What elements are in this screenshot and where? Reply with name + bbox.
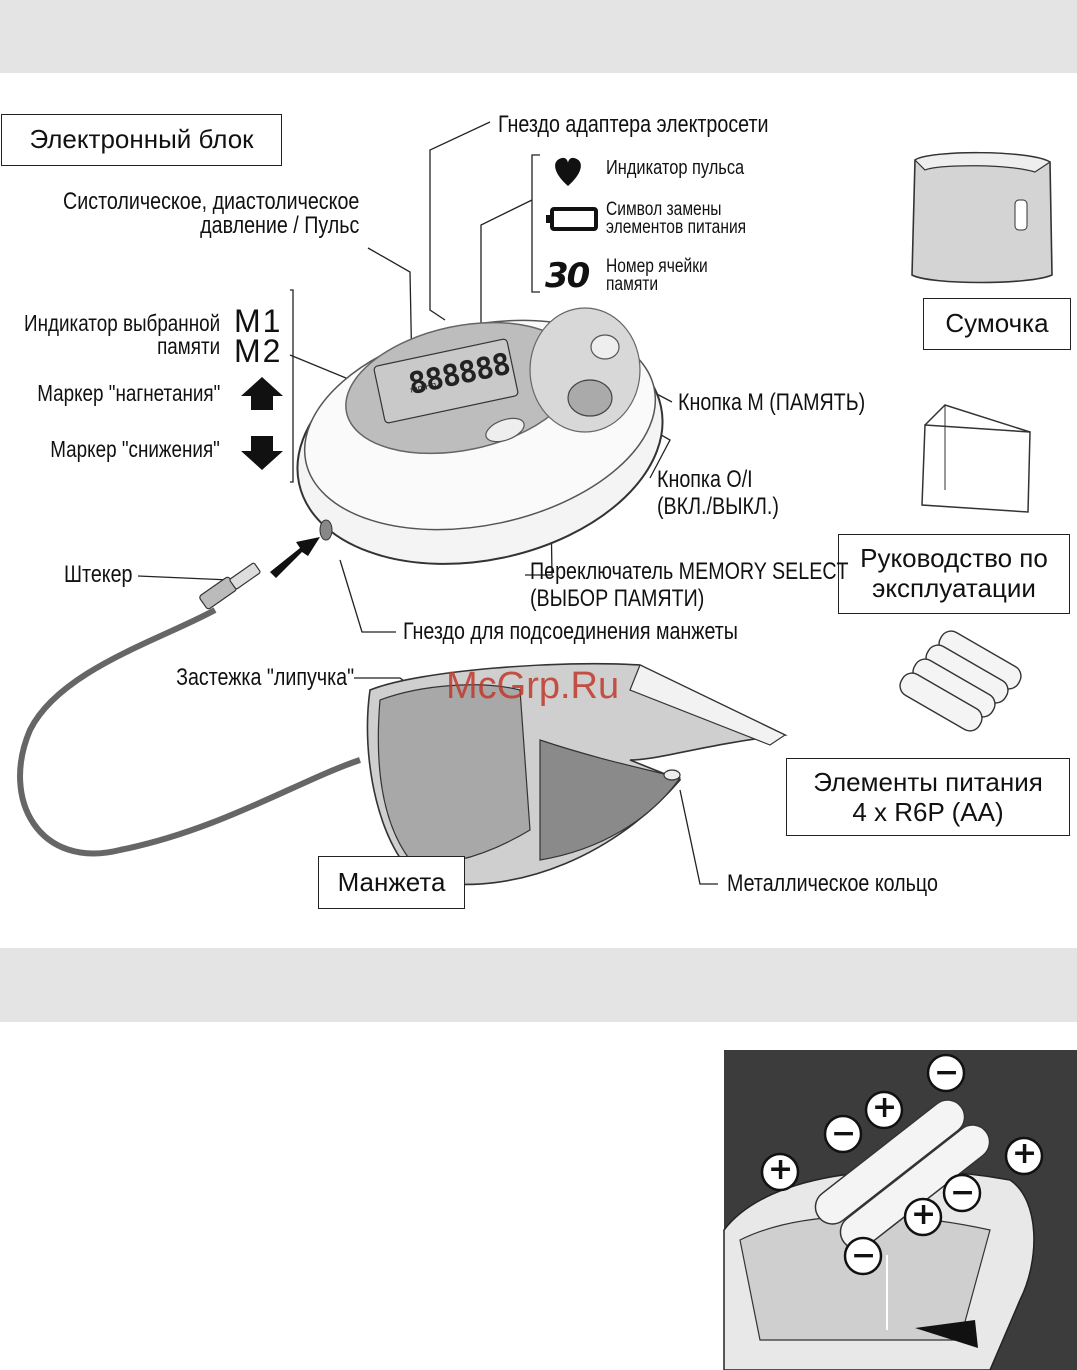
memory-indicator-label: Индикатор выбранной памяти xyxy=(24,312,220,358)
minus-sign: − xyxy=(851,1238,877,1273)
bag-drawing xyxy=(911,151,1053,284)
bag-box: Сумочка xyxy=(923,298,1071,350)
memory-select-line1: Переключатель MEMORY SELECT xyxy=(530,558,849,585)
cuff-box: Манжета xyxy=(318,856,465,909)
up-arrow-icon xyxy=(241,377,283,410)
minus-sign: − xyxy=(950,1175,976,1210)
insert-arrow xyxy=(270,537,320,578)
watermark: McGrp.Ru xyxy=(446,665,620,707)
manual-drawing xyxy=(921,404,1031,513)
heart-icon xyxy=(555,157,581,186)
minus-sign: − xyxy=(831,1116,857,1151)
plug-cable xyxy=(17,562,361,857)
cuff-socket-label: Гнездо для подсоединения манжеты xyxy=(403,618,738,645)
plug-label: Штекер xyxy=(64,561,133,588)
cuff-drawing xyxy=(366,662,788,886)
battery-symbol-label: Символ замены элементов питания xyxy=(606,199,747,238)
battery-panel xyxy=(723,1050,1077,1370)
memory-cell-label: Номер ячейки памяти xyxy=(606,256,708,295)
batteries-drawing xyxy=(899,630,1022,732)
adapter-socket-label: Гнездо адаптера электросети xyxy=(498,111,769,138)
pressure-line1: Систолическое, диастолическое xyxy=(62,188,359,215)
deflation-marker-label: Маркер "снижения" xyxy=(50,436,220,462)
manual-box: Руководство по эксплуатации xyxy=(838,534,1070,614)
pulse-indicator-label: Индикатор пульса xyxy=(606,157,745,179)
plus-sign: + xyxy=(911,1197,937,1232)
plus-sign: + xyxy=(1012,1136,1038,1171)
manual-text: Руководство по эксплуатации xyxy=(860,543,1048,603)
battery-line2: элементов питания xyxy=(606,217,747,238)
batteries-line2: 4 x R6P (AA) xyxy=(852,797,1004,827)
memory-cell-number: 30 xyxy=(545,256,590,296)
memory-indicator-line2: памяти xyxy=(156,333,220,359)
battery-symbol-icon xyxy=(546,207,598,231)
memory-select-line2: (ВЫБОР ПАМЯТИ) xyxy=(530,585,705,612)
device-body xyxy=(296,307,664,565)
m-button-label: Кнопка M (ПАМЯТЬ) xyxy=(678,389,866,416)
velcro-label: Застежка "липучка" xyxy=(175,664,354,691)
batteries-line1: Элементы питания xyxy=(813,767,1043,797)
inflation-marker-label: Маркер "нагнетания" xyxy=(36,380,220,406)
battery-line1: Символ замены xyxy=(606,199,722,220)
minus-sign: − xyxy=(934,1055,960,1090)
plus-sign: + xyxy=(768,1152,794,1187)
memory-cell-line2: памяти xyxy=(606,274,659,295)
batteries-box: Элементы питания 4 x R6P (AA) xyxy=(786,758,1070,836)
onoff-line2: (ВКЛ./ВЫКЛ.) xyxy=(657,493,779,520)
plus-sign: + xyxy=(872,1090,898,1125)
m1-indicator: M1 xyxy=(234,303,283,339)
pressure-line2: давление / Пульс xyxy=(199,212,359,239)
down-arrow-icon xyxy=(241,436,283,470)
m2-indicator: M2 xyxy=(234,333,283,369)
memory-indicator-line1: Индикатор выбранной xyxy=(23,310,220,336)
metal-ring-label: Металлическое кольцо xyxy=(727,870,938,897)
top-band xyxy=(0,0,1077,73)
memory-cell-line1: Номер ячейки xyxy=(606,256,708,277)
pressure-label: Систолическое, диастолическое давление /… xyxy=(63,190,359,238)
onoff-button-label: Кнопка O/I (ВКЛ./ВЫКЛ.) xyxy=(657,466,779,520)
electronic-unit-box: Электронный блок xyxy=(1,114,282,166)
memory-select-label: Переключатель MEMORY SELECT (ВЫБОР ПАМЯТ… xyxy=(530,558,849,612)
onoff-line1: Кнопка O/I xyxy=(657,466,753,493)
mid-band xyxy=(0,948,1077,1022)
polarity-marks xyxy=(760,1053,1044,1276)
